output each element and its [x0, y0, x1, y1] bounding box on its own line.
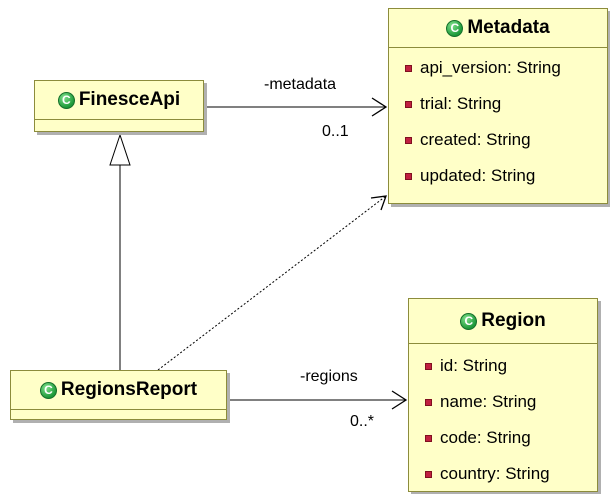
class-divider	[35, 119, 203, 120]
generalization-arrowhead	[109, 133, 131, 166]
metadata-class[interactable]: C Metadata api_version: String trial: St…	[388, 8, 608, 204]
private-field-icon	[425, 362, 432, 370]
attribute-label: country: String	[440, 464, 550, 483]
attribute-label: id: String	[440, 356, 508, 375]
private-field-icon	[425, 470, 432, 478]
dependency-arrowhead	[370, 195, 387, 211]
finesce-api-class[interactable]: C FinesceApi	[34, 80, 204, 132]
private-field-icon	[405, 100, 412, 108]
attribute-row[interactable]: name: String	[409, 384, 597, 420]
attribute-row[interactable]: api_version: String	[389, 50, 607, 86]
metadata-multiplicity-label: 0..1	[322, 123, 349, 140]
region-class-name: Region	[481, 310, 546, 331]
attribute-row[interactable]: code: String	[409, 420, 597, 456]
class-icon: C	[460, 312, 478, 330]
finesce-api-class-name: FinesceApi	[78, 89, 181, 110]
region-class[interactable]: C Region id: String name: String code: S…	[408, 298, 598, 492]
dependency-line	[157, 195, 387, 371]
class-icon: C	[39, 381, 57, 399]
class-divider	[389, 47, 607, 48]
attribute-row[interactable]: trial: String	[389, 86, 607, 122]
attribute-row[interactable]: country: String	[409, 456, 597, 492]
class-divider	[11, 409, 226, 410]
regions-report-class-name: RegionsReport	[60, 379, 198, 400]
attribute-row[interactable]: id: String	[409, 348, 597, 384]
attribute-label: updated: String	[420, 166, 536, 185]
attribute-label: trial: String	[420, 94, 502, 113]
metadata-role-label: -metadata	[264, 76, 337, 93]
private-field-icon	[405, 172, 412, 180]
class-icon: C	[57, 91, 75, 109]
attribute-label: name: String	[440, 392, 537, 411]
private-field-icon	[405, 64, 412, 72]
class-icon: C	[446, 19, 464, 37]
class-divider	[409, 343, 597, 344]
metadata-class-name: Metadata	[467, 17, 550, 38]
regions-report-class[interactable]: C RegionsReport	[10, 370, 227, 420]
private-field-icon	[405, 136, 412, 144]
regions-multiplicity-label: 0..*	[350, 413, 375, 430]
metadata-association-arrowhead	[371, 97, 388, 117]
metadata-class-header: C Metadata	[389, 9, 607, 47]
region-class-header: C Region	[409, 299, 597, 343]
attribute-row[interactable]: created: String	[389, 122, 607, 158]
private-field-icon	[425, 434, 432, 442]
finesce-api-class-header: C FinesceApi	[35, 81, 203, 119]
private-field-icon	[425, 398, 432, 406]
attribute-row[interactable]: updated: String	[389, 158, 607, 194]
regions-association-arrowhead	[391, 390, 408, 410]
attribute-label: created: String	[420, 130, 531, 149]
regions-role-label: -regions	[300, 368, 358, 385]
attribute-label: api_version: String	[420, 58, 561, 77]
attribute-label: code: String	[440, 428, 531, 447]
regions-report-class-header: C RegionsReport	[11, 371, 226, 409]
